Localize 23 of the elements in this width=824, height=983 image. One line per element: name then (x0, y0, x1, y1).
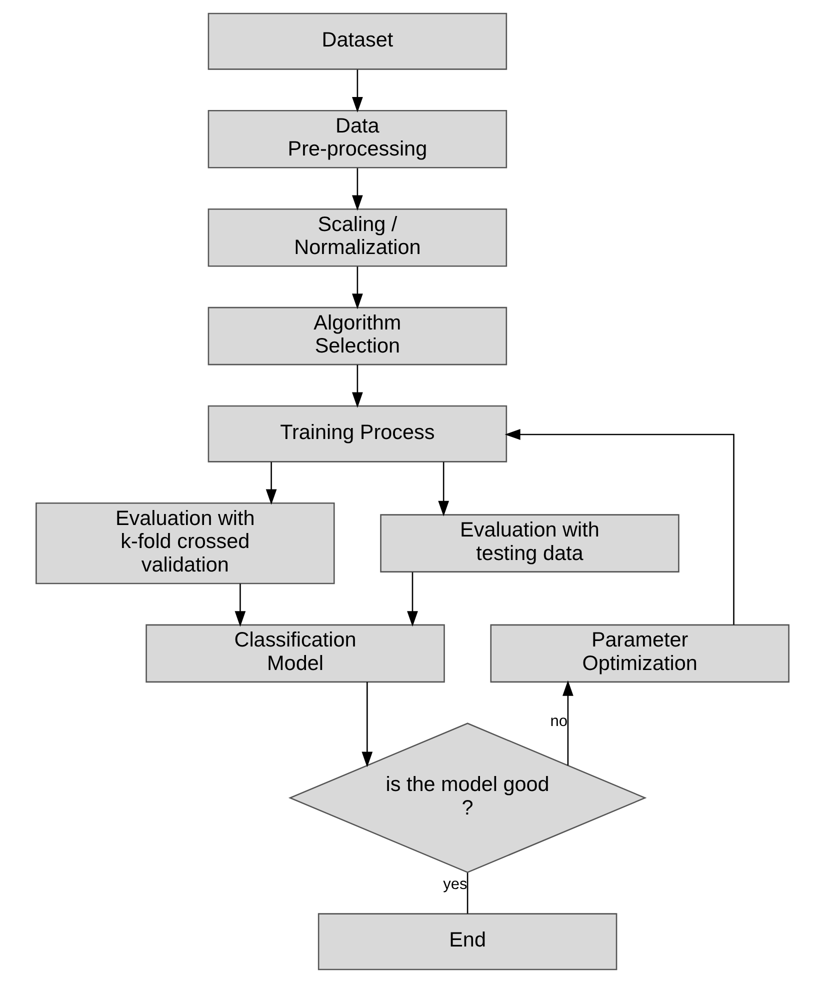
node-box: Training Process (207, 405, 507, 462)
arrow (352, 364, 362, 408)
edge-label: yes (442, 876, 467, 893)
node-box: Data Pre-processing (207, 110, 507, 168)
arrow (504, 429, 734, 625)
arrow (562, 680, 573, 766)
connector (466, 872, 468, 914)
node-box: Dataset (207, 12, 507, 70)
arrow (361, 682, 372, 768)
node-box: Evaluation with testing data (380, 514, 679, 572)
node-box: Evaluation with k-fold crossed validation (35, 502, 334, 584)
arrow (265, 462, 276, 505)
arrow (352, 266, 362, 310)
arrow (352, 70, 362, 113)
node-box: Classification Model (145, 624, 444, 683)
node-box: Scaling / Normalization (207, 208, 507, 267)
arrow (438, 462, 449, 516)
node-box: Parameter Optimization (490, 624, 789, 683)
arrow (352, 168, 362, 211)
node-box: End (317, 913, 617, 970)
arrow (406, 572, 418, 627)
node-box: Algorithm Selection (207, 306, 507, 366)
arrow (234, 584, 246, 627)
